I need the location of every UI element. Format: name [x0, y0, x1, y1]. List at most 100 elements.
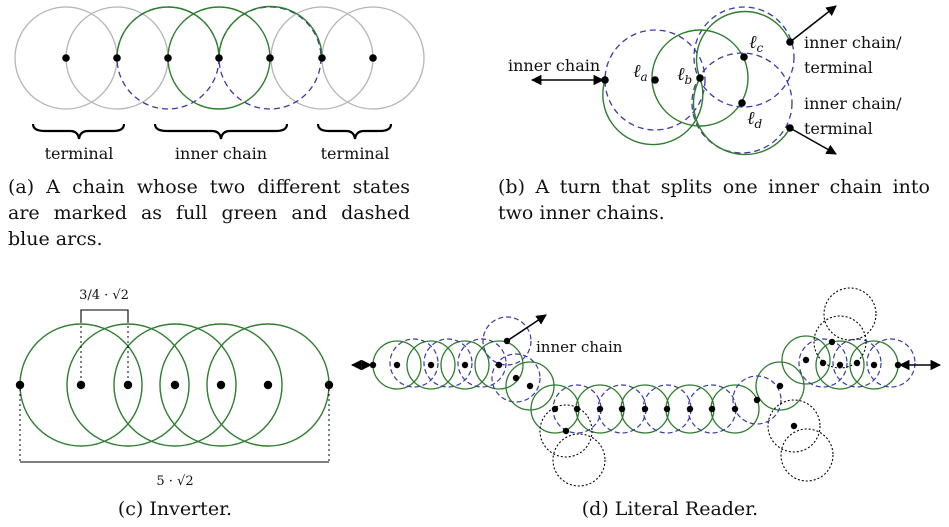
chain-point	[266, 54, 274, 62]
reader-inner-chain-label: inner chain	[536, 338, 623, 356]
end-label-top: inner chain/	[804, 33, 902, 52]
reader-circle-dashed	[798, 338, 848, 388]
reader-point	[853, 359, 861, 367]
reader-point	[870, 361, 878, 369]
dotted-circle	[552, 433, 606, 487]
point-l-a	[651, 76, 659, 84]
reader-point	[427, 361, 435, 369]
inverter-point	[216, 380, 226, 390]
reader-circle	[406, 340, 456, 390]
reader-circle-dashed	[423, 338, 473, 388]
reader-circle-dashed	[457, 338, 507, 388]
reader-circle	[440, 340, 490, 390]
reader-circle-dashed	[491, 353, 541, 403]
reader-point	[828, 338, 836, 346]
reader-point	[618, 405, 626, 413]
dotted-circle	[823, 287, 877, 341]
end-label-bottom: terminal	[804, 119, 873, 138]
bottom-dimension-label: 5 · √2	[156, 474, 193, 489]
end-label-bottom: inner chain/	[804, 94, 902, 113]
top-dimension-bracket	[80, 309, 129, 322]
reader-circle-dashed	[482, 316, 532, 366]
end-label-top: terminal	[804, 58, 873, 77]
caption-b: (b) A turn that splits one inner chain i…	[498, 176, 930, 224]
reader-point	[753, 396, 761, 404]
chain-arc	[116, 6, 220, 59]
reader-point	[686, 405, 694, 413]
reader-point	[836, 361, 844, 369]
chain-point	[62, 54, 70, 62]
dotted-circle	[780, 428, 834, 482]
inverter-point	[170, 380, 180, 390]
inner-chain-label: inner chain	[175, 144, 267, 163]
reader-point	[596, 405, 604, 413]
point-l-d	[738, 99, 746, 107]
inverter-point	[15, 380, 25, 390]
reader-circle-dashed	[732, 375, 782, 425]
reader-point	[802, 356, 810, 364]
reader-point	[573, 405, 581, 413]
point-label: ℓb	[677, 64, 692, 87]
reader-point	[461, 361, 469, 369]
reader-circle	[474, 340, 524, 390]
reader-point	[663, 405, 671, 413]
inner-chain-label: inner chain	[508, 56, 600, 75]
turn-arc	[692, 77, 791, 156]
caption-a: (a) A chain whose two different states a…	[8, 176, 410, 250]
terminal-label: terminal	[321, 144, 390, 163]
reader-circle	[505, 361, 555, 411]
terminal-brace	[31, 123, 126, 140]
reader-circle	[781, 335, 831, 385]
reader-circle	[755, 361, 805, 411]
panel-b: inner chain inner chain/ terminal inner …	[508, 5, 902, 156]
reader-inner-chain-arrow	[506, 314, 547, 342]
end-arrow	[789, 5, 837, 43]
inverter-point	[324, 380, 334, 390]
reader-point	[551, 405, 559, 413]
reader-point	[641, 405, 649, 413]
reader-point	[731, 405, 739, 413]
point-label: ℓd	[747, 108, 763, 131]
inverter-circle	[66, 323, 190, 447]
reader-point	[495, 361, 503, 369]
dotted-circle	[539, 404, 593, 458]
panel-c: 3/4 · √2 5 · √2	[15, 288, 334, 489]
reader-point	[512, 374, 520, 382]
terminal-brace	[316, 123, 393, 140]
reader-point	[708, 405, 716, 413]
turn-circle-dashed	[604, 29, 706, 131]
caption-c: (c) Inverter.	[117, 498, 233, 520]
chain-point	[113, 54, 121, 62]
terminal-label: terminal	[45, 144, 114, 163]
point-l-b	[696, 74, 704, 82]
reader-point	[790, 422, 798, 430]
chain-arc	[218, 5, 323, 59]
reader-point	[393, 361, 401, 369]
dotted-circle	[767, 399, 821, 453]
turn-arc	[602, 77, 704, 146]
chain-point	[369, 54, 377, 62]
point-label: ℓa	[633, 61, 648, 84]
point-l-c	[740, 53, 748, 61]
end-arrow	[789, 127, 837, 155]
reader-point	[819, 359, 827, 367]
point-label: ℓc	[749, 32, 764, 55]
reader-point	[526, 382, 534, 390]
turn-arc	[695, 10, 791, 79]
reader-circle	[815, 340, 865, 390]
inverter-point	[263, 380, 273, 390]
inverter-circle	[159, 323, 283, 447]
panel-d: inner chain	[350, 287, 942, 487]
turn-circle-dashed	[693, 6, 795, 108]
inner-chain-brace	[153, 123, 289, 140]
inverter-point	[123, 380, 133, 390]
chain-point	[215, 54, 223, 62]
panel-a: terminal inner chain terminal	[14, 5, 425, 163]
reader-point	[776, 382, 784, 390]
caption-d: (d) Literal Reader.	[581, 498, 759, 520]
turn-circle-dashed	[691, 52, 793, 154]
reader-point	[562, 427, 570, 435]
chain-point	[164, 54, 172, 62]
inverter-point	[76, 380, 86, 390]
